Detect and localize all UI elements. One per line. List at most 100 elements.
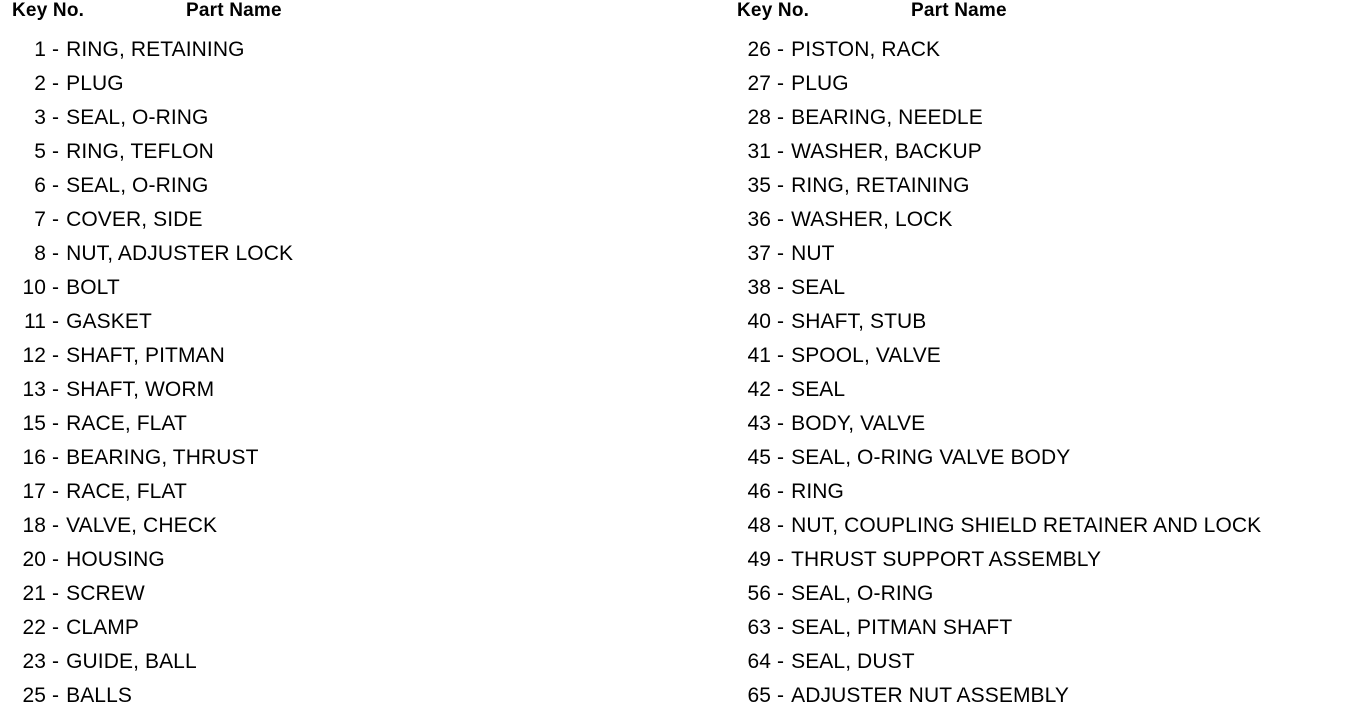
part-name: BODY, VALVE — [791, 412, 926, 435]
part-key-number: 27 — [747, 72, 771, 95]
part-separator: - — [52, 72, 60, 95]
part-name: SEAL, DUST — [791, 650, 915, 673]
part-name: VALVE, CHECK — [66, 514, 218, 537]
part-row: 18-VALVE, CHECK — [12, 514, 725, 548]
part-name: SEAL, O-RING — [791, 582, 934, 605]
part-row: 3-SEAL, O-RING — [12, 106, 725, 140]
part-name: SHAFT, STUB — [791, 310, 927, 333]
part-row: 10-BOLT — [12, 276, 725, 310]
part-name: CLAMP — [66, 616, 139, 639]
part-key-number: 21 — [22, 582, 46, 605]
part-key-number: 20 — [22, 548, 46, 571]
part-name: NUT, ADJUSTER LOCK — [66, 242, 294, 265]
part-separator: - — [777, 276, 785, 299]
part-row: 11-GASKET — [12, 310, 725, 344]
part-name: BALLS — [66, 684, 132, 707]
part-key-number: 26 — [747, 38, 771, 61]
part-key-number: 48 — [747, 514, 771, 537]
part-name: RACE, FLAT — [66, 412, 187, 435]
part-separator: - — [777, 310, 785, 333]
part-separator: - — [52, 548, 60, 571]
header-part-name: Part Name — [911, 0, 1007, 21]
part-name: RING — [791, 480, 844, 503]
part-key-number: 8 — [34, 242, 46, 265]
part-separator: - — [52, 344, 60, 367]
part-name: COVER, SIDE — [66, 208, 203, 231]
part-row: 2-PLUG — [12, 72, 725, 106]
part-row: 13-SHAFT, WORM — [12, 378, 725, 412]
part-row: 43-BODY, VALVE — [737, 412, 1360, 446]
part-separator: - — [52, 412, 60, 435]
part-separator: - — [52, 174, 60, 197]
part-separator: - — [777, 72, 785, 95]
part-separator: - — [777, 582, 785, 605]
part-name: SEAL, O-RING VALVE BODY — [791, 446, 1071, 469]
part-name: GUIDE, BALL — [66, 650, 197, 673]
part-row: 56-SEAL, O-RING — [737, 582, 1360, 616]
part-name: BEARING, NEEDLE — [791, 106, 983, 129]
part-name: SEAL, PITMAN SHAFT — [791, 616, 1013, 639]
part-row: 21-SCREW — [12, 582, 725, 616]
part-key-number: 36 — [747, 208, 771, 231]
part-name: SEAL — [791, 378, 846, 401]
part-row: 46-RING — [737, 480, 1360, 514]
part-key-number: 37 — [747, 242, 771, 265]
part-name: WASHER, LOCK — [791, 208, 953, 231]
part-key-number: 35 — [747, 174, 771, 197]
part-separator: - — [777, 344, 785, 367]
part-row: 48-NUT, COUPLING SHIELD RETAINER AND LOC… — [737, 514, 1360, 548]
part-name: PLUG — [66, 72, 124, 95]
part-name: PISTON, RACK — [791, 38, 941, 61]
part-separator: - — [777, 38, 785, 61]
part-separator: - — [52, 514, 60, 537]
part-key-number: 25 — [22, 684, 46, 707]
part-name: PLUG — [791, 72, 849, 95]
part-row: 1-RING, RETAINING — [12, 38, 725, 72]
part-name: NUT — [791, 242, 835, 265]
part-name: SHAFT, PITMAN — [66, 344, 225, 367]
part-row: 25-BALLS — [12, 684, 725, 718]
part-key-number: 43 — [747, 412, 771, 435]
part-key-number: 18 — [22, 514, 46, 537]
part-separator: - — [52, 582, 60, 605]
part-name: SEAL — [791, 276, 846, 299]
part-name: SEAL, O-RING — [66, 106, 209, 129]
part-separator: - — [52, 276, 60, 299]
part-row: 8-NUT, ADJUSTER LOCK — [12, 242, 725, 276]
part-separator: - — [52, 650, 60, 673]
part-separator: - — [777, 412, 785, 435]
part-key-number: 56 — [747, 582, 771, 605]
part-separator: - — [52, 140, 60, 163]
part-key-number: 64 — [747, 650, 771, 673]
part-separator: - — [52, 446, 60, 469]
part-separator: - — [52, 310, 60, 333]
part-name: SCREW — [66, 582, 145, 605]
part-key-number: 6 — [34, 174, 46, 197]
part-row: 37-NUT — [737, 242, 1360, 276]
part-row: 7-COVER, SIDE — [12, 208, 725, 242]
part-separator: - — [777, 140, 785, 163]
part-name: RACE, FLAT — [66, 480, 187, 503]
part-separator: - — [52, 480, 60, 503]
part-key-number: 40 — [747, 310, 771, 333]
part-key-number: 23 — [22, 650, 46, 673]
part-key-number: 1 — [34, 38, 46, 61]
part-row: 64-SEAL, DUST — [737, 650, 1360, 684]
part-key-number: 13 — [22, 378, 46, 401]
part-key-number: 45 — [747, 446, 771, 469]
part-key-number: 3 — [34, 106, 46, 129]
part-name: WASHER, BACKUP — [791, 140, 982, 163]
part-key-number: 28 — [747, 106, 771, 129]
part-row: 38-SEAL — [737, 276, 1360, 310]
part-row: 5-RING, TEFLON — [12, 140, 725, 174]
part-name: BOLT — [66, 276, 120, 299]
part-separator: - — [777, 684, 785, 707]
column-header-left: Key No. Part Name — [12, 0, 725, 34]
part-row: 16-BEARING, THRUST — [12, 446, 725, 480]
part-name: NUT, COUPLING SHIELD RETAINER AND LOCK — [791, 514, 1262, 537]
part-row: 27-PLUG — [737, 72, 1360, 106]
